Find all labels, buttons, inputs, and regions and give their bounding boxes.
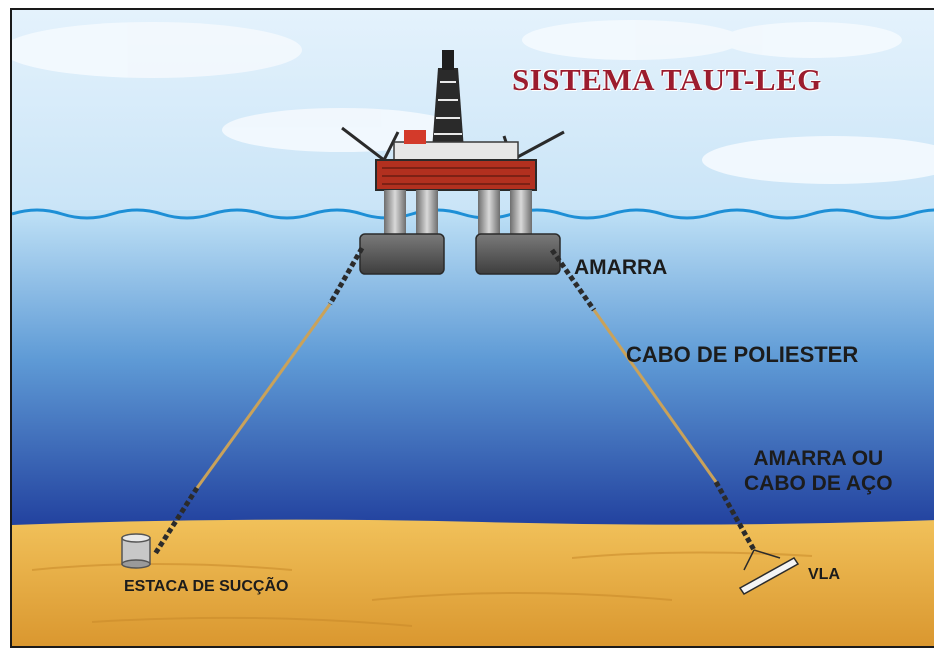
seabed-texture [31,551,813,627]
label-amarra-ou-line1: AMARRA OU [753,447,884,470]
pontoon-right [475,233,561,275]
taut-leg-scene [12,10,934,646]
label-estaca-de-succao: ESTACA DE SUCÇÃO [124,578,289,595]
seabed [12,519,934,646]
sea [12,210,934,540]
chain-left-upper [327,246,365,306]
cranes [341,126,565,162]
polyester-rope-right [592,309,718,483]
label-amarra-ou-cabo-de-aco: AMARRA OU CABO DE AÇO [744,446,893,496]
chain-right-lower [713,480,757,552]
clouds [12,20,934,184]
column-right-outer [510,190,532,234]
drilling-derrick [432,50,464,150]
diagram-title: SISTEMA TAUT-LEG [512,62,822,97]
polyester-rope-left [195,303,332,489]
label-amarra: AMARRA [574,256,668,279]
suction-pile-icon [121,533,151,569]
column-right-inner [478,190,500,234]
label-cabo-poliester: CABO DE POLIESTER [626,342,859,367]
column-left-outer [384,190,406,234]
platform-deck [375,159,537,191]
column-left-inner [416,190,438,234]
vla-anchor-icon [738,549,800,595]
pontoon-left [359,233,445,275]
label-vla: VLA [808,566,840,583]
label-amarra-ou-line2: CABO DE AÇO [744,472,893,495]
chain-right-upper [549,248,597,312]
diagram-frame: SISTEMA TAUT-LEG AMARRA CABO DE POLIESTE… [10,8,934,648]
chain-left-lower [152,486,200,556]
